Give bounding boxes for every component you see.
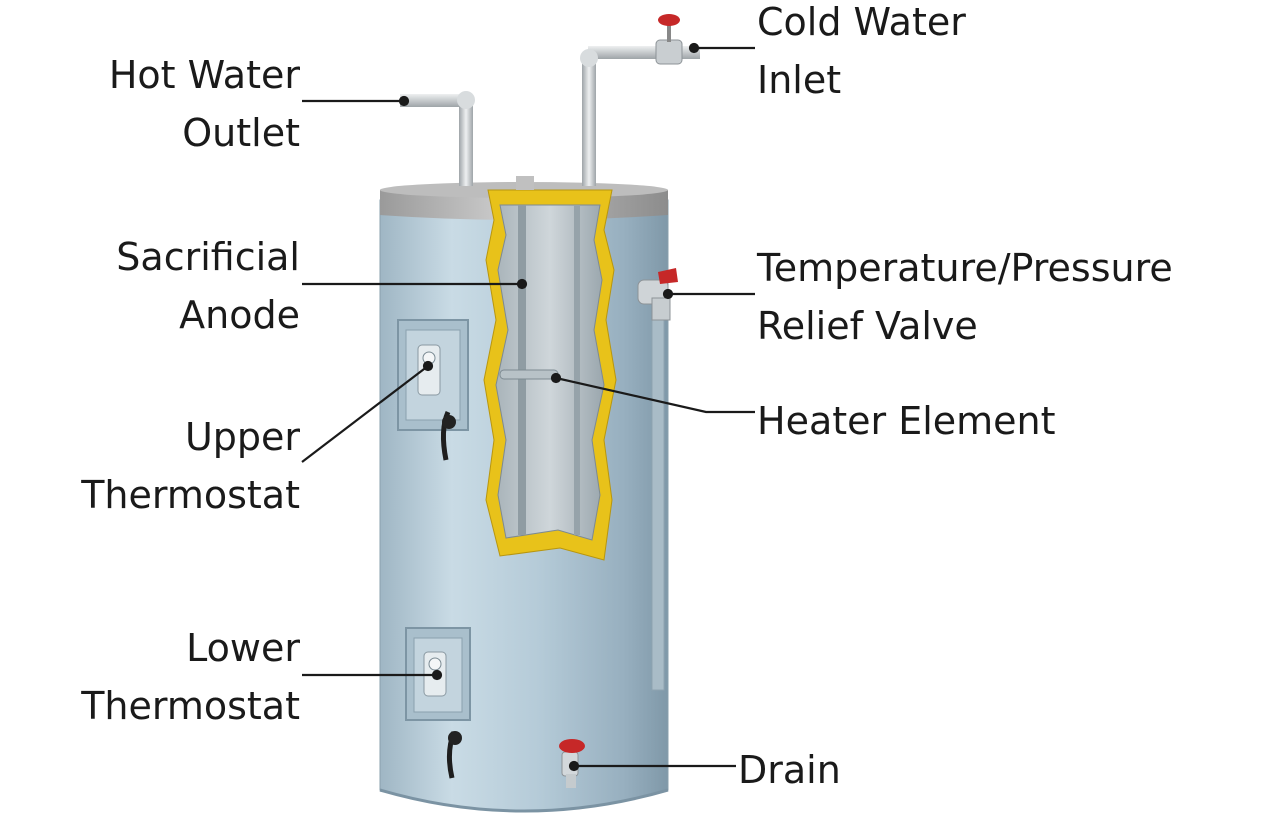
hot-pipe-horizontal <box>400 94 470 107</box>
tank-bottom-rim <box>379 788 669 813</box>
pipes <box>400 14 700 190</box>
upper-thermostat-panel <box>397 319 469 461</box>
label-cold-water-inlet: Cold Water Inlet <box>757 0 966 109</box>
label-lower-thermostat: Lower Thermostat <box>81 619 300 735</box>
label-heater-element-line-1: Heater Element <box>757 399 1056 443</box>
label-upper-thermostat: Upper Thermostat <box>81 408 300 524</box>
leader-upper-thermostat <box>301 365 429 463</box>
cold-valve-body <box>655 39 683 65</box>
leader-heater-element <box>555 376 755 414</box>
label-sacrificial-anode-line-1: Sacrificial <box>116 235 300 279</box>
label-cold-water-inlet-line-2: Inlet <box>757 58 842 102</box>
label-sacrificial-anode: Sacrificial Anode <box>116 228 300 344</box>
label-hot-water-outlet-line-2: Outlet <box>182 111 300 155</box>
label-relief-valve-line-2: Relief Valve <box>757 304 978 348</box>
label-hot-water-outlet: Hot Water Outlet <box>109 46 300 162</box>
heater-element-rod <box>499 369 559 380</box>
label-relief-valve-line-1: Temperature/Pressure <box>757 246 1173 290</box>
label-lower-thermostat-line-2: Thermostat <box>81 684 300 728</box>
label-upper-thermostat-line-2: Thermostat <box>81 473 300 517</box>
label-cold-water-inlet-line-1: Cold Water <box>757 0 966 44</box>
cold-pipe-horizontal <box>588 46 700 59</box>
label-drain: Drain <box>738 741 841 799</box>
side-pipe <box>651 299 665 691</box>
leader-lines <box>301 42 755 772</box>
cold-pipe-vertical <box>582 58 596 186</box>
anode-cap <box>516 176 534 190</box>
anode-rod-2 <box>574 205 580 535</box>
label-lower-thermostat-line-1: Lower <box>186 626 300 670</box>
cold-valve-handle <box>658 14 680 26</box>
label-heater-element: Heater Element <box>757 392 1056 450</box>
label-drain-line-1: Drain <box>738 748 841 792</box>
hot-pipe-vertical <box>459 100 473 186</box>
cutaway <box>483 189 617 561</box>
label-hot-water-outlet-line-1: Hot Water <box>108 53 300 97</box>
label-upper-thermostat-line-1: Upper <box>184 415 300 459</box>
label-relief-valve: Temperature/Pressure Relief Valve <box>757 239 1173 355</box>
label-sacrificial-anode-line-2: Anode <box>179 293 300 337</box>
